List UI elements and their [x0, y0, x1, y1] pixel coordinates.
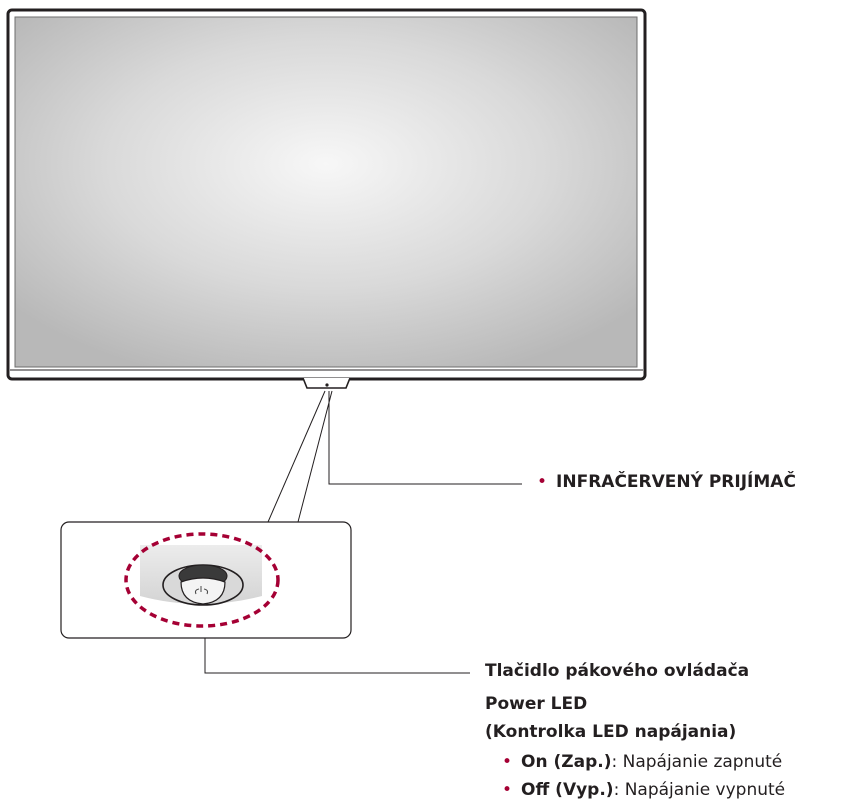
- zoom-detail: [60, 521, 352, 639]
- joystick-label: Tlačidlo pákového ovládača: [485, 661, 750, 681]
- power-led-state-on: •On (Zap.): Napájanie zapnuté: [502, 752, 783, 772]
- ir-receiver-label: •INFRAČERVENÝ PRIJÍMAČ: [537, 472, 796, 492]
- bullet-icon: •: [502, 752, 513, 772]
- ir-receiver-dot: [325, 383, 329, 387]
- bullet-icon: •: [502, 780, 513, 800]
- power-led-subtitle: (Kontrolka LED napájania): [485, 722, 737, 742]
- power-led-state-off: •Off (Vyp.): Napájanie vypnuté: [502, 780, 786, 800]
- receiver-housing: [302, 377, 351, 389]
- power-led-title: Power LED: [485, 694, 588, 714]
- ir-leader-line: [328, 391, 522, 485]
- dashed-highlight-circle: [124, 532, 280, 628]
- joystick-knob: [180, 577, 226, 605]
- bullet-icon: •: [537, 472, 548, 492]
- monitor: [6, 8, 647, 389]
- zoom-line-left: [267, 390, 326, 523]
- monitor-screen: [14, 16, 638, 368]
- power-icon: [194, 586, 209, 595]
- zoom-line-right: [297, 390, 333, 523]
